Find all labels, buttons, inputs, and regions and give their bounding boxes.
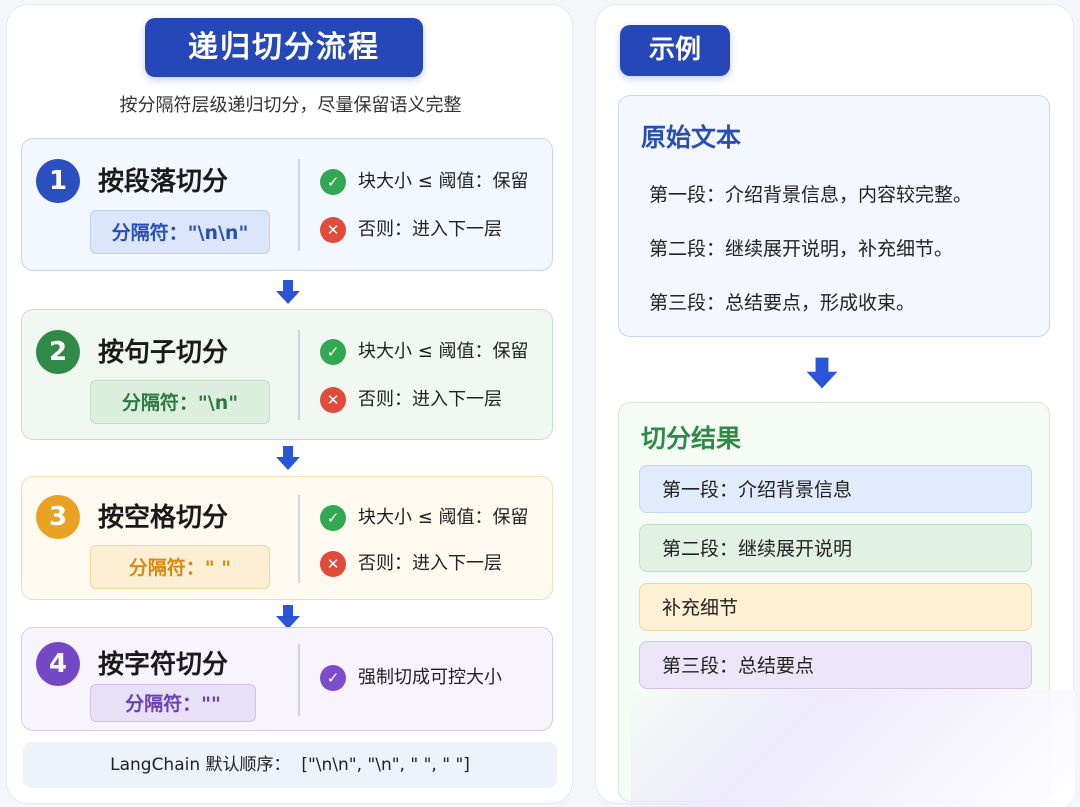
original-text-box: 原始文本 第一段：介绍背景信息，内容较完整。 第二段：继续展开说明，补充细节。 … xyxy=(618,95,1050,337)
rule-next-text: 否则：进入下一层 xyxy=(358,553,502,574)
rule-keep-text: 块大小 ≤ 阈值：保留 xyxy=(358,171,529,192)
rule-keep: ✓ 块大小 ≤ 阈值：保留 xyxy=(320,337,529,367)
original-line: 第二段：继续展开说明，补充细节。 xyxy=(649,238,954,260)
separator-chip: 分隔符："\n\n" xyxy=(90,210,270,254)
rule-next: ✕ 否则：进入下一层 xyxy=(320,385,502,415)
rule-keep: ✓ 块大小 ≤ 阈值：保留 xyxy=(320,503,529,533)
divider xyxy=(298,495,300,583)
arrow-down-icon xyxy=(806,357,838,389)
step-1-card: 1 按段落切分 分隔符："\n\n" ✓ 块大小 ≤ 阈值：保留 ✕ 否则：进入下一… xyxy=(21,138,553,271)
split-result-title: 切分结果 xyxy=(641,424,742,453)
rule-force-text: 强制切成可控大小 xyxy=(358,667,502,688)
split-result-box: 切分结果 第一段：介绍背景信息 第二段：继续展开说明 补充细节 第三段：总结要点 xyxy=(618,402,1050,802)
x-circle-icon: ✕ xyxy=(320,387,346,413)
divider xyxy=(298,644,300,716)
step-title: 按句子切分 xyxy=(98,338,229,368)
flow-subtitle: 按分隔符层级递归切分，尽量保留语义完整 xyxy=(119,95,462,116)
check-circle-icon: ✓ xyxy=(320,665,346,691)
example-panel: 示例 原始文本 第一段：介绍背景信息，内容较完整。 第二段：继续展开说明，补充细… xyxy=(595,4,1075,807)
arrow-down-icon xyxy=(276,605,300,629)
result-chunk: 第三段：总结要点 xyxy=(639,641,1032,689)
step-title: 按空格切分 xyxy=(98,503,229,533)
separator-chip: 分隔符："\n" xyxy=(90,380,270,424)
rule-next: ✕ 否则：进入下一层 xyxy=(320,215,502,245)
divider xyxy=(298,330,300,420)
result-chunk: 第二段：继续展开说明 xyxy=(639,524,1032,572)
check-circle-icon: ✓ xyxy=(320,339,346,365)
step-4-card: 4 按字符切分 分隔符："" ✓ 强制切成可控大小 xyxy=(21,627,553,731)
step-number-badge: 1 xyxy=(36,159,80,203)
step-number-badge: 2 xyxy=(36,330,80,374)
step-title: 按段落切分 xyxy=(98,167,229,197)
original-line: 第一段：介绍背景信息，内容较完整。 xyxy=(649,184,973,206)
arrow-down-icon xyxy=(276,280,300,304)
original-line: 第三段：总结要点，形成收束。 xyxy=(649,292,916,314)
default-order-note: LangChain 默认顺序： ["\n\n", "\n", " ", " "] xyxy=(23,742,557,788)
original-text-title: 原始文本 xyxy=(641,123,742,152)
x-circle-icon: ✕ xyxy=(320,217,346,243)
example-title: 示例 xyxy=(620,25,730,76)
step-2-card: 2 按句子切分 分隔符："\n" ✓ 块大小 ≤ 阈值：保留 ✕ 否则：进入下一层 xyxy=(21,309,553,440)
separator-chip: 分隔符："" xyxy=(90,684,256,722)
flow-title: 递归切分流程 xyxy=(145,18,423,77)
rule-next: ✕ 否则：进入下一层 xyxy=(320,549,502,579)
check-circle-icon: ✓ xyxy=(320,505,346,531)
result-chunk: 第一段：介绍背景信息 xyxy=(639,465,1032,513)
step-number-badge: 4 xyxy=(36,642,80,686)
rule-force: ✓ 强制切成可控大小 xyxy=(320,663,502,693)
recursive-split-flow-panel: 递归切分流程 按分隔符层级递归切分，尽量保留语义完整 1 按段落切分 分隔符："… xyxy=(6,4,573,804)
step-3-card: 3 按空格切分 分隔符：" " ✓ 块大小 ≤ 阈值：保留 ✕ 否则：进入下一层 xyxy=(21,476,553,600)
divider xyxy=(298,159,300,251)
x-circle-icon: ✕ xyxy=(320,551,346,577)
result-chunk: 补充细节 xyxy=(639,583,1032,631)
rule-next-text: 否则：进入下一层 xyxy=(358,219,502,240)
rule-next-text: 否则：进入下一层 xyxy=(358,389,502,410)
arrow-down-icon xyxy=(276,446,300,470)
step-number-badge: 3 xyxy=(36,495,80,539)
check-circle-icon: ✓ xyxy=(320,169,346,195)
rule-keep: ✓ 块大小 ≤ 阈值：保留 xyxy=(320,167,529,197)
separator-chip: 分隔符：" " xyxy=(90,545,270,589)
step-title: 按字符切分 xyxy=(98,650,229,680)
rule-keep-text: 块大小 ≤ 阈值：保留 xyxy=(358,341,529,362)
rule-keep-text: 块大小 ≤ 阈值：保留 xyxy=(358,507,529,528)
